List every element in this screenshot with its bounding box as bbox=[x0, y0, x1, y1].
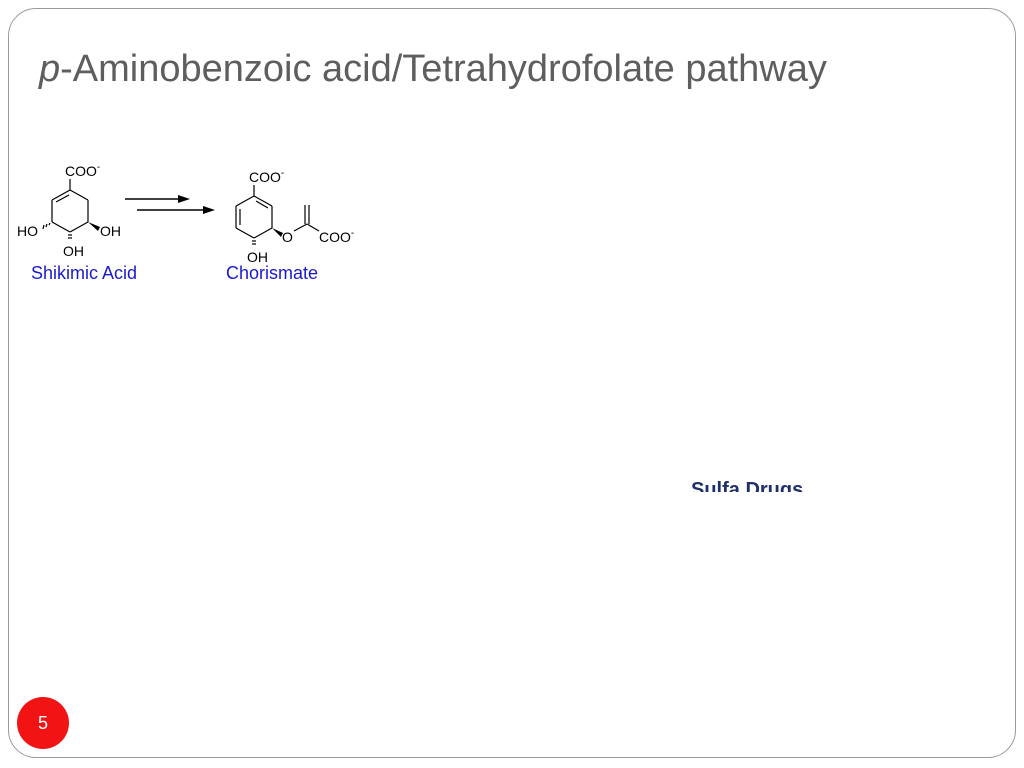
reaction-arrows bbox=[125, 195, 215, 214]
shikimic-oh-bottom: OH bbox=[63, 243, 84, 259]
shikimic-acid-structure: COO- HO OH OH bbox=[17, 162, 121, 259]
shikimic-oh-right: OH bbox=[100, 223, 121, 239]
page-number-badge: 5 bbox=[17, 697, 69, 749]
sulfa-drugs-label: Sulfa Drugs bbox=[691, 479, 804, 492]
reaction-scheme: COO- HO OH OH bbox=[17, 162, 354, 283]
title-italic-p: p bbox=[39, 48, 61, 90]
chorismate-structure: COO- O COO- OH bbox=[235, 168, 354, 265]
shikimic-ho-left: HO bbox=[17, 223, 38, 239]
chorismate-label: Chorismate bbox=[226, 263, 318, 283]
slide-title: p-Aminobenzoic acid/Tetrahydrofolate pat… bbox=[39, 47, 827, 91]
chorismate-oh-bottom: OH bbox=[247, 249, 268, 265]
slide: p-Aminobenzoic acid/Tetrahydrofolate pat… bbox=[8, 8, 1016, 758]
title-text: -Aminobenzoic acid/Tetrahydrofolate path… bbox=[60, 48, 827, 90]
chorismate-carboxylate: COO- bbox=[249, 168, 284, 185]
chorismate-side-carboxylate: COO- bbox=[319, 228, 354, 245]
shikimic-acid-label: Shikimic Acid bbox=[31, 263, 137, 283]
sulfa-drugs-label-clip: Sulfa Drugs bbox=[691, 472, 843, 492]
shikimic-carboxylate: COO- bbox=[65, 162, 100, 179]
chorismate-ether-oxygen: O bbox=[282, 229, 293, 245]
